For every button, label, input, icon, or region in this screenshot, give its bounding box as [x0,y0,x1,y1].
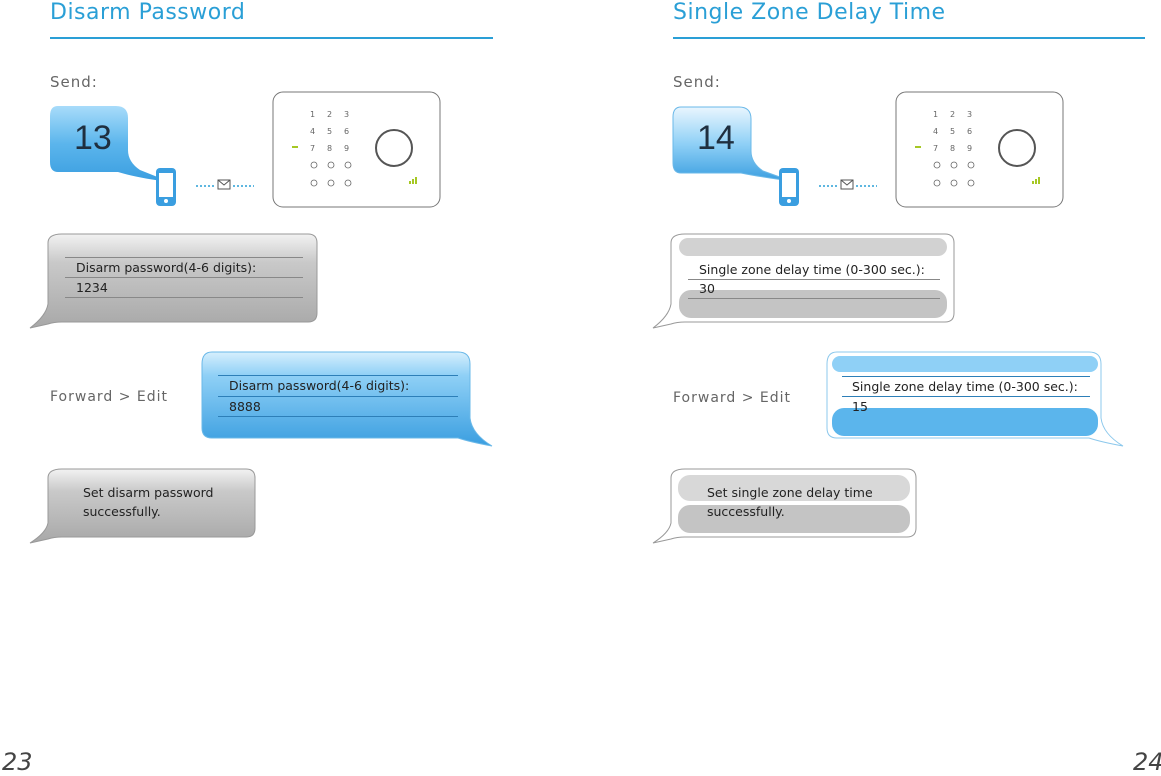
svg-text:7: 7 [310,144,315,153]
alarm-panel-icon: 1 2 3 4 5 6 7 8 9 [272,91,441,208]
svg-text:9: 9 [344,144,349,153]
sms-code: 13 [74,119,112,157]
svg-text:4: 4 [310,127,315,136]
sms-code-bubble [50,106,170,182]
svg-text:1: 1 [310,110,315,119]
reply-value: 1234 [76,280,108,295]
confirm-line2: successfully. [707,504,785,519]
edit-value: 15 [852,399,868,414]
title-underline [673,37,1145,39]
svg-text:4: 4 [933,127,938,136]
sms-code: 14 [697,119,735,157]
forward-label: Forward > Edit [50,389,169,405]
svg-text:9: 9 [967,144,972,153]
svg-text:5: 5 [950,127,955,136]
reply-bubble [29,233,318,329]
page-title: Disarm Password [50,0,246,25]
reply-bubble [652,233,955,329]
edit-label: Disarm password(4-6 digits): [229,378,410,393]
alarm-panel-icon: 1 2 3 4 5 6 7 8 9 [895,91,1064,208]
page-number: 24 [1133,748,1161,776]
svg-text:5: 5 [327,127,332,136]
sms-envelope-icon [819,179,877,190]
svg-text:2: 2 [327,110,332,119]
send-label: Send: [673,73,721,91]
reply-label: Disarm password(4-6 digits): [76,260,257,275]
svg-text:6: 6 [344,127,349,136]
sms-code-bubble [672,106,792,182]
sms-envelope-icon [196,179,254,190]
svg-text:8: 8 [327,144,332,153]
page-title: Single Zone Delay Time [673,0,946,25]
confirm-line1: Set single zone delay time [707,485,873,500]
title-underline [50,37,493,39]
confirm-line2: successfully. [83,504,161,519]
page-number: 23 [2,748,33,776]
send-label: Send: [50,73,98,91]
svg-text:8: 8 [950,144,955,153]
edit-value: 8888 [229,399,261,414]
forward-label: Forward > Edit [673,390,792,406]
svg-text:1: 1 [933,110,938,119]
svg-text:7: 7 [933,144,938,153]
confirm-line1: Set disarm password [83,485,214,500]
svg-text:2: 2 [950,110,955,119]
svg-text:3: 3 [344,110,349,119]
edit-bubble [826,351,1124,447]
edit-label: Single zone delay time (0-300 sec.): [852,379,1078,394]
confirm-bubble [29,468,256,544]
svg-text:6: 6 [967,127,972,136]
reply-value: 30 [699,281,715,296]
svg-text:3: 3 [967,110,972,119]
phone-icon [779,168,799,206]
reply-label: Single zone delay time (0-300 sec.): [699,262,925,277]
confirm-bubble [652,468,917,544]
phone-icon [156,168,176,206]
